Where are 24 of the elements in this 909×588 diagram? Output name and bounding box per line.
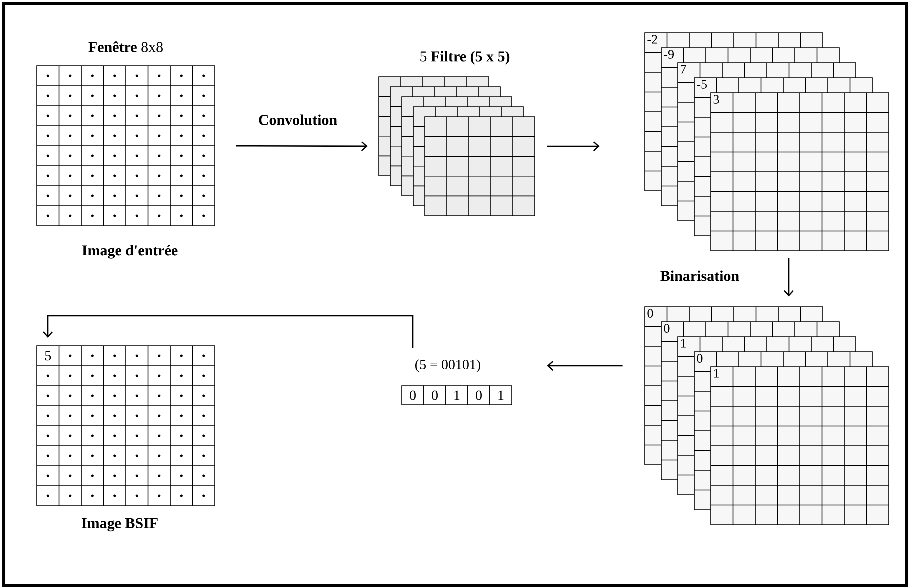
bit-cell: 1 xyxy=(446,386,468,406)
cell-value: -9 xyxy=(664,50,674,59)
cell-value: 0 xyxy=(697,354,703,363)
cell-value: -2 xyxy=(648,35,658,44)
edge-label: Convolution xyxy=(259,114,338,126)
bit-cell: 0 xyxy=(424,386,446,406)
arrow xyxy=(236,141,368,152)
grid-title: Fenêtre 8x8 xyxy=(88,42,163,52)
arrow xyxy=(547,361,623,371)
code-text: (5 = 00101) xyxy=(416,360,480,372)
bit-cell: 0 xyxy=(402,386,424,406)
bit-cell: 0 xyxy=(468,386,490,406)
grid-caption: Image BSIF xyxy=(82,518,158,532)
grid-caption: Image d'entrée xyxy=(82,245,178,259)
cell-value: 0 xyxy=(648,309,654,318)
cell-value: 5 xyxy=(45,351,52,361)
arrow xyxy=(547,142,600,152)
stack-title: 5 Filtre (5 x 5) xyxy=(420,51,510,65)
arrow xyxy=(43,315,414,348)
cell-value: 1 xyxy=(681,339,686,348)
edge-label: Binarisation xyxy=(660,270,740,282)
arrow xyxy=(784,258,794,297)
cell-value: 0 xyxy=(664,324,670,333)
bit-cell: 1 xyxy=(490,386,512,406)
